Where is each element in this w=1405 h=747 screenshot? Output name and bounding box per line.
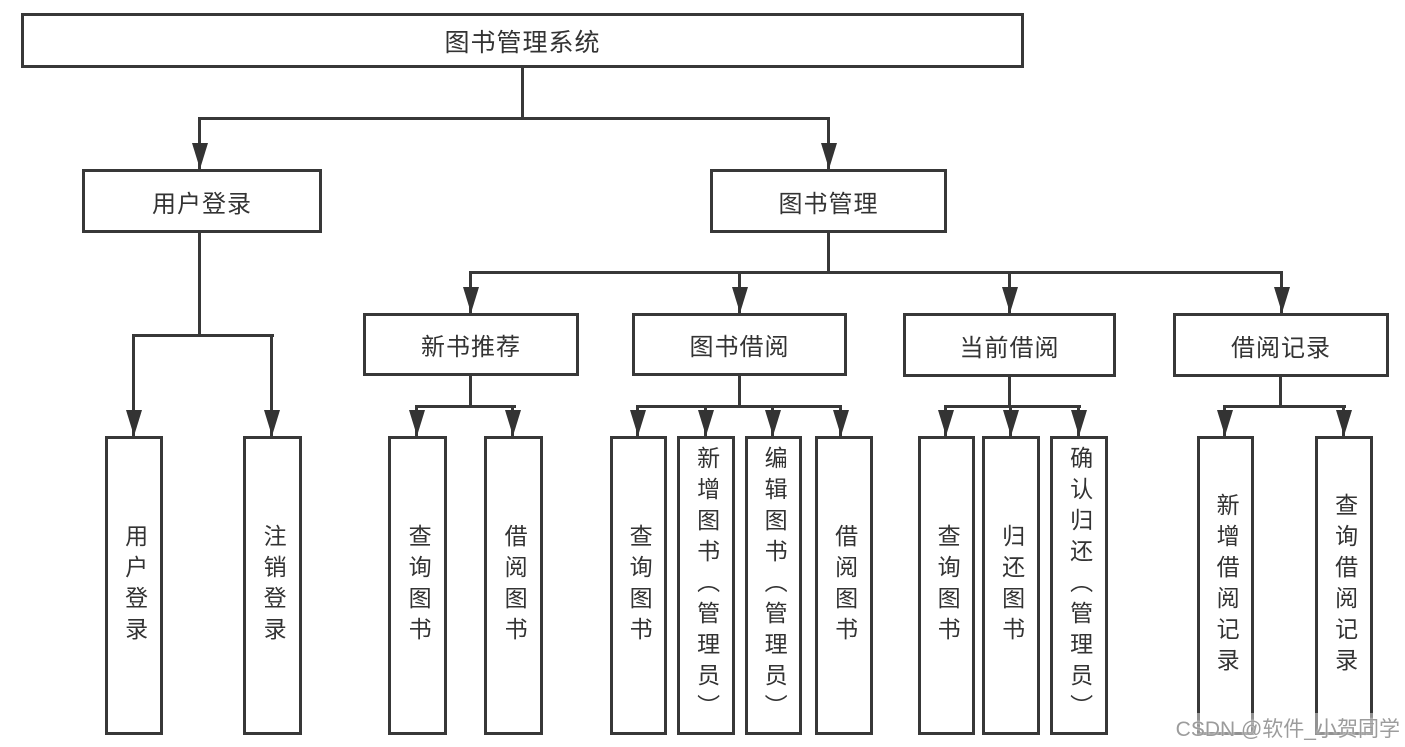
watermark-text: CSDN @软件_小贺同学 — [1173, 713, 1402, 743]
connector-line — [521, 66, 524, 120]
node-label: 用户登录 — [152, 190, 252, 218]
leaf-borrow-books-borrowing: 借阅图书 — [815, 436, 873, 735]
arrow-down-icon — [1002, 287, 1018, 313]
arrow-down-icon — [732, 287, 748, 313]
node-label: 图书管理系统 — [444, 28, 601, 57]
leaf-confirm-return-admin: 确认归还（管理员） — [1050, 436, 1108, 735]
node-label: 编辑图书（管理员） — [761, 446, 788, 725]
leaf-add-borrowing-record: 新增借阅记录 — [1197, 436, 1254, 735]
connector-line — [415, 405, 516, 408]
arrow-down-icon — [463, 287, 479, 313]
node-label: 图书管理 — [778, 190, 879, 218]
connector-line — [1008, 374, 1011, 408]
connector-line — [469, 374, 472, 408]
arrow-down-icon — [1274, 287, 1290, 313]
node-label: 新增借阅记录 — [1213, 492, 1240, 679]
connector-line — [198, 117, 830, 120]
arrow-down-icon — [1071, 410, 1087, 436]
node-label: 查询图书 — [405, 523, 432, 648]
leaf-query-books-recommend: 查询图书 — [388, 436, 447, 735]
node-label: 确认归还（管理员） — [1066, 446, 1093, 725]
node-new-book-recommendation: 新书推荐 — [363, 313, 579, 376]
arrow-down-icon — [821, 143, 837, 169]
leaf-query-borrowing-record: 查询借阅记录 — [1315, 436, 1373, 735]
leaf-add-books-admin: 新增图书（管理员） — [677, 436, 735, 735]
connector-line — [827, 231, 830, 274]
connector-line — [738, 374, 741, 408]
node-label: 查询借阅记录 — [1331, 492, 1358, 679]
node-user-login: 用户登录 — [82, 169, 322, 233]
arrow-down-icon — [1003, 410, 1019, 436]
node-label: 借阅记录 — [1231, 334, 1331, 362]
node-current-borrowing: 当前借阅 — [903, 313, 1116, 377]
leaf-query-books-current: 查询图书 — [918, 436, 975, 735]
connector-line — [1279, 374, 1282, 408]
connector-line — [132, 334, 135, 436]
leaf-return-books: 归还图书 — [982, 436, 1040, 735]
node-label: 用户登录 — [121, 523, 148, 648]
node-label: 图书借阅 — [689, 334, 790, 361]
leaf-logout: 注销登录 — [243, 436, 302, 735]
node-label: 借阅图书 — [501, 523, 528, 648]
node-label: 查询图书 — [626, 523, 653, 648]
node-label: 查询图书 — [934, 523, 961, 648]
leaf-query-books-borrowing: 查询图书 — [610, 436, 667, 735]
arrow-down-icon — [698, 410, 714, 436]
connector-line — [636, 405, 842, 408]
leaf-user-login: 用户登录 — [105, 436, 163, 735]
node-label: 当前借阅 — [959, 334, 1060, 362]
arrow-down-icon — [192, 143, 208, 169]
arrow-down-icon — [938, 410, 954, 436]
arrow-down-icon — [409, 410, 425, 436]
connector-line — [132, 334, 274, 337]
node-label: 新书推荐 — [421, 334, 521, 361]
arrow-down-icon — [833, 410, 849, 436]
node-label: 借阅图书 — [831, 523, 858, 648]
arrow-down-icon — [505, 410, 521, 436]
arrow-down-icon — [126, 410, 142, 436]
node-book-management: 图书管理 — [710, 169, 947, 233]
node-borrowing-records: 借阅记录 — [1173, 313, 1389, 377]
node-library-management-system: 图书管理系统 — [21, 13, 1024, 68]
arrow-down-icon — [765, 410, 781, 436]
arrow-down-icon — [630, 410, 646, 436]
connector-line — [1223, 405, 1346, 408]
leaf-borrow-books-recommend: 借阅图书 — [484, 436, 543, 735]
node-label: 新增图书（管理员） — [693, 446, 720, 725]
node-label: 归还图书 — [998, 523, 1025, 648]
arrow-down-icon — [264, 410, 280, 436]
connector-line — [198, 231, 201, 337]
node-book-borrowing: 图书借阅 — [632, 313, 847, 376]
leaf-edit-books-admin: 编辑图书（管理员） — [745, 436, 802, 735]
connector-line — [270, 334, 273, 436]
node-label: 注销登录 — [260, 523, 287, 648]
arrow-down-icon — [1217, 410, 1233, 436]
connector-line — [944, 405, 1081, 408]
arrow-down-icon — [1336, 410, 1352, 436]
connector-line — [469, 271, 1283, 274]
